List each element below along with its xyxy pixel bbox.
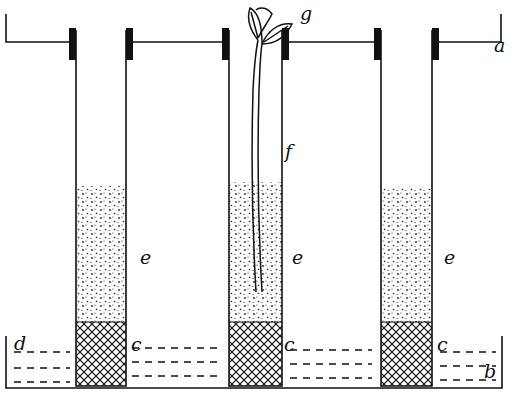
part-label: f — [285, 142, 292, 161]
part-label: b — [484, 362, 496, 381]
part-label: d — [14, 334, 26, 353]
part-label: e — [140, 248, 151, 267]
stopper — [432, 28, 439, 60]
mesh-line — [381, 321, 432, 322]
sand-fill — [229, 182, 282, 322]
part-label: c — [284, 335, 295, 354]
mesh-line — [76, 321, 126, 322]
part-label: e — [444, 248, 455, 267]
part-label: e — [292, 248, 303, 267]
part-label: c — [131, 335, 142, 354]
mesh-base — [381, 322, 432, 386]
mesh-line — [229, 321, 282, 322]
stopper — [374, 28, 381, 60]
sand-fill — [381, 188, 432, 322]
part-label: a — [494, 36, 505, 55]
mesh-base — [229, 322, 282, 386]
stopper — [126, 28, 133, 60]
tube-wall — [229, 30, 282, 386]
tube-wall — [76, 30, 126, 386]
sand-fill — [76, 186, 126, 322]
mesh-base — [76, 322, 126, 386]
stopper — [222, 28, 229, 60]
part-label: c — [437, 335, 448, 354]
stopper — [69, 28, 76, 60]
part-label: g — [300, 4, 312, 23]
tube-wall — [381, 30, 432, 386]
